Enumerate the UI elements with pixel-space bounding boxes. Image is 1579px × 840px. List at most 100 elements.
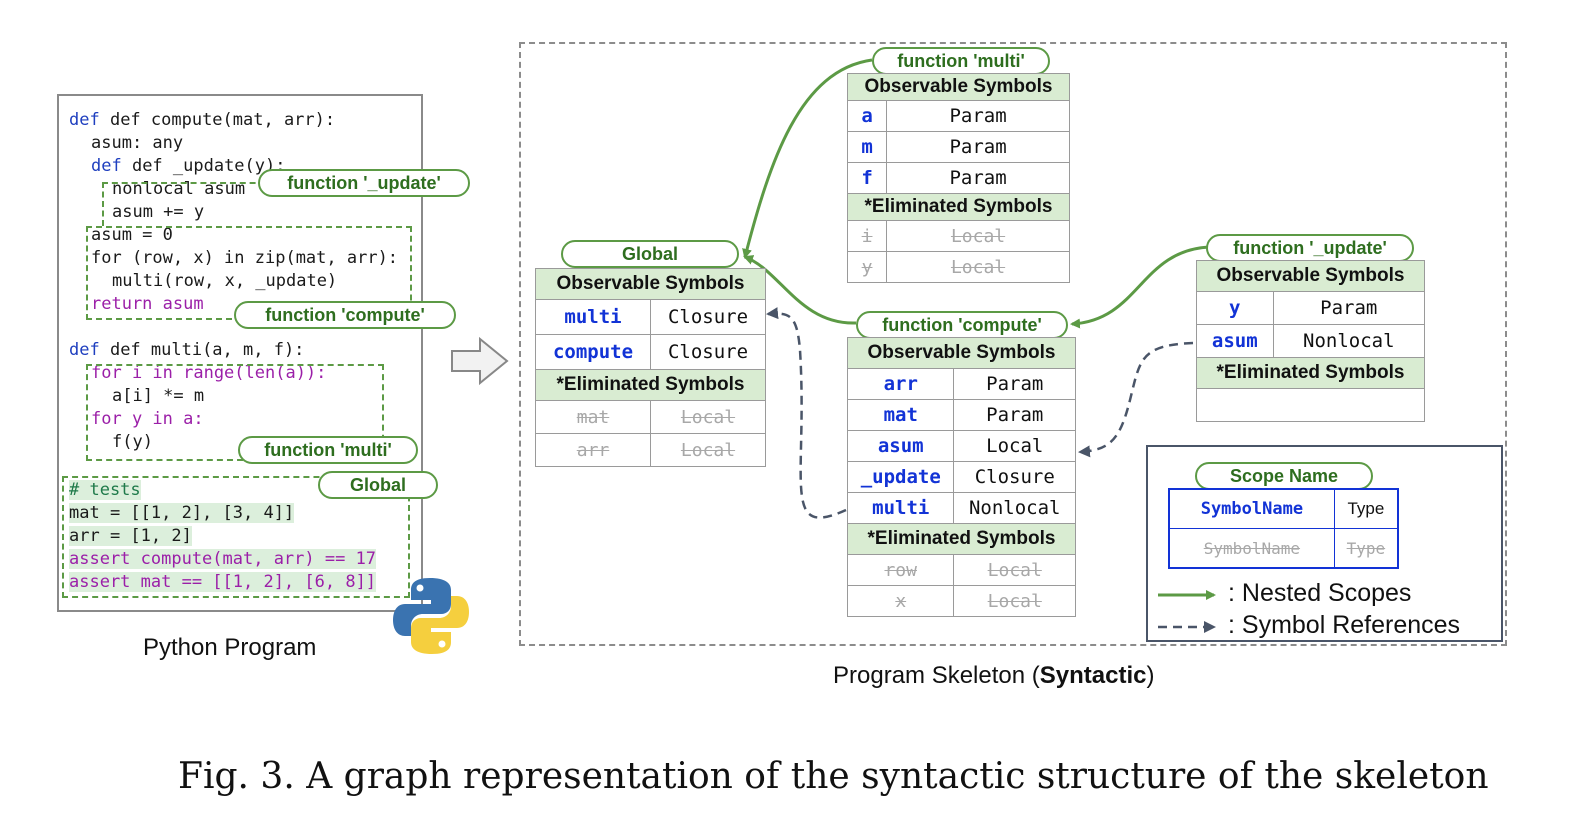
code-line-13: for y in a: — [91, 409, 204, 429]
code-text: mat = [[1, 2], [3, 4]] — [69, 503, 295, 523]
code-text: def _update(y): — [131, 156, 286, 176]
code-text: return asum — [91, 294, 204, 314]
code-line-5: asum += y — [112, 202, 204, 222]
eliminated-symbol-name: x — [846, 585, 955, 617]
symbol-type: Closure — [650, 334, 766, 370]
global-scope-box — [62, 476, 410, 598]
code-text: assert mat == [[1, 2], [6, 8]] — [69, 572, 377, 592]
symbol-name: compute — [535, 334, 651, 370]
eliminated-symbol-name: mat — [535, 400, 651, 434]
update-scope-box — [102, 182, 354, 226]
symbol-name: multi — [846, 492, 955, 524]
observable-header: Observable Symbols — [847, 337, 1076, 369]
symbol-name: mat — [846, 399, 955, 431]
legend-eliminated-type: Type — [1333, 528, 1399, 569]
symbol-name: a — [846, 100, 888, 132]
compute-scope-label: function 'compute' — [234, 301, 456, 329]
code-line-15: # tests — [69, 480, 141, 500]
symbol-type: Local — [953, 430, 1076, 462]
python-logo-icon — [393, 578, 469, 654]
eliminated-header: *Eliminated Symbols — [1196, 357, 1425, 389]
code-text: asum = 0 — [91, 225, 173, 245]
empty-row — [1196, 388, 1425, 422]
code-line-6: asum = 0 — [91, 225, 173, 245]
global-title: Global — [561, 240, 739, 268]
code-line-11: for i in range(len(a)): — [91, 363, 326, 383]
code-text: for i in range(len(a)): — [91, 363, 327, 383]
symbol-type: Closure — [953, 461, 1076, 493]
eliminated-symbol-name: row — [846, 554, 955, 586]
python-program-caption: Python Program — [143, 634, 317, 661]
legend-box — [1146, 445, 1503, 642]
eliminated-symbol-type: Local — [650, 433, 766, 467]
compute-title: function 'compute' — [856, 311, 1068, 339]
ref-arrow-asum — [1078, 341, 1194, 458]
code-line-12: a[i] *= m — [112, 386, 204, 406]
code-line-4: nonlocal asum — [112, 179, 245, 199]
symbol-type: Param — [886, 162, 1070, 194]
symbol-type: Param — [1272, 291, 1426, 325]
symbol-type: Param — [886, 131, 1070, 163]
symbol-type: Param — [953, 368, 1076, 400]
multi-scope-label: function 'multi' — [238, 436, 418, 464]
code-text: def compute(mat, arr): — [109, 110, 336, 130]
code-line-7: for (row, x) in zip(mat, arr): — [91, 248, 398, 268]
code-text: a[i] *= m — [112, 386, 205, 406]
transform-arrow-icon — [451, 336, 509, 386]
code-text: for y in a: — [91, 409, 204, 429]
code-text: asum: any — [91, 133, 184, 153]
symbol-type: Param — [953, 399, 1076, 431]
symbol-type: Nonlocal — [953, 492, 1076, 524]
nested-arrow-multi-global — [742, 58, 873, 259]
code-line-10: def def multi(a, m, f): — [69, 340, 305, 360]
symbol-name: asum — [1196, 324, 1274, 358]
code-line-2: asum: any — [91, 133, 183, 153]
skeleton-frame — [519, 42, 1507, 646]
update-title: function '_update' — [1206, 234, 1414, 262]
eliminated-symbol-name: arr — [535, 433, 651, 467]
code-line-17: arr = [1, 2] — [69, 526, 192, 546]
code-text: asum += y — [112, 202, 205, 222]
code-text: for (row, x) in zip(mat, arr): — [91, 248, 399, 268]
code-line-16: mat = [[1, 2], [3, 4]] — [69, 503, 295, 523]
code-line-3: def def _update(y): — [91, 156, 286, 176]
code-line-18: assert compute(mat, arr) == 17 — [69, 549, 377, 569]
symbol-type: Nonlocal — [1272, 324, 1426, 358]
legend-symbol-name: SymbolName — [1168, 488, 1335, 529]
symbol-name: arr — [846, 368, 955, 400]
eliminated-symbol-name: i — [846, 220, 888, 252]
legend-eliminated-name: SymbolName — [1168, 528, 1335, 569]
eliminated-header: *Eliminated Symbols — [847, 193, 1070, 221]
skeleton-caption-prefix: Program Skeleton ( — [833, 662, 1040, 689]
legend-type: Type — [1333, 488, 1399, 529]
eliminated-symbol-type: Local — [886, 251, 1070, 283]
code-text: nonlocal asum — [112, 179, 246, 199]
symbol-type: Closure — [650, 299, 766, 335]
ref-arrow-multi — [766, 307, 847, 519]
observable-header: Observable Symbols — [847, 73, 1070, 101]
observable-header: Observable Symbols — [1196, 260, 1425, 292]
figure-caption: Fig. 3. A graph representation of the sy… — [178, 756, 1489, 797]
code-line-9: return asum — [91, 294, 204, 314]
multi-title: function 'multi' — [872, 47, 1050, 75]
